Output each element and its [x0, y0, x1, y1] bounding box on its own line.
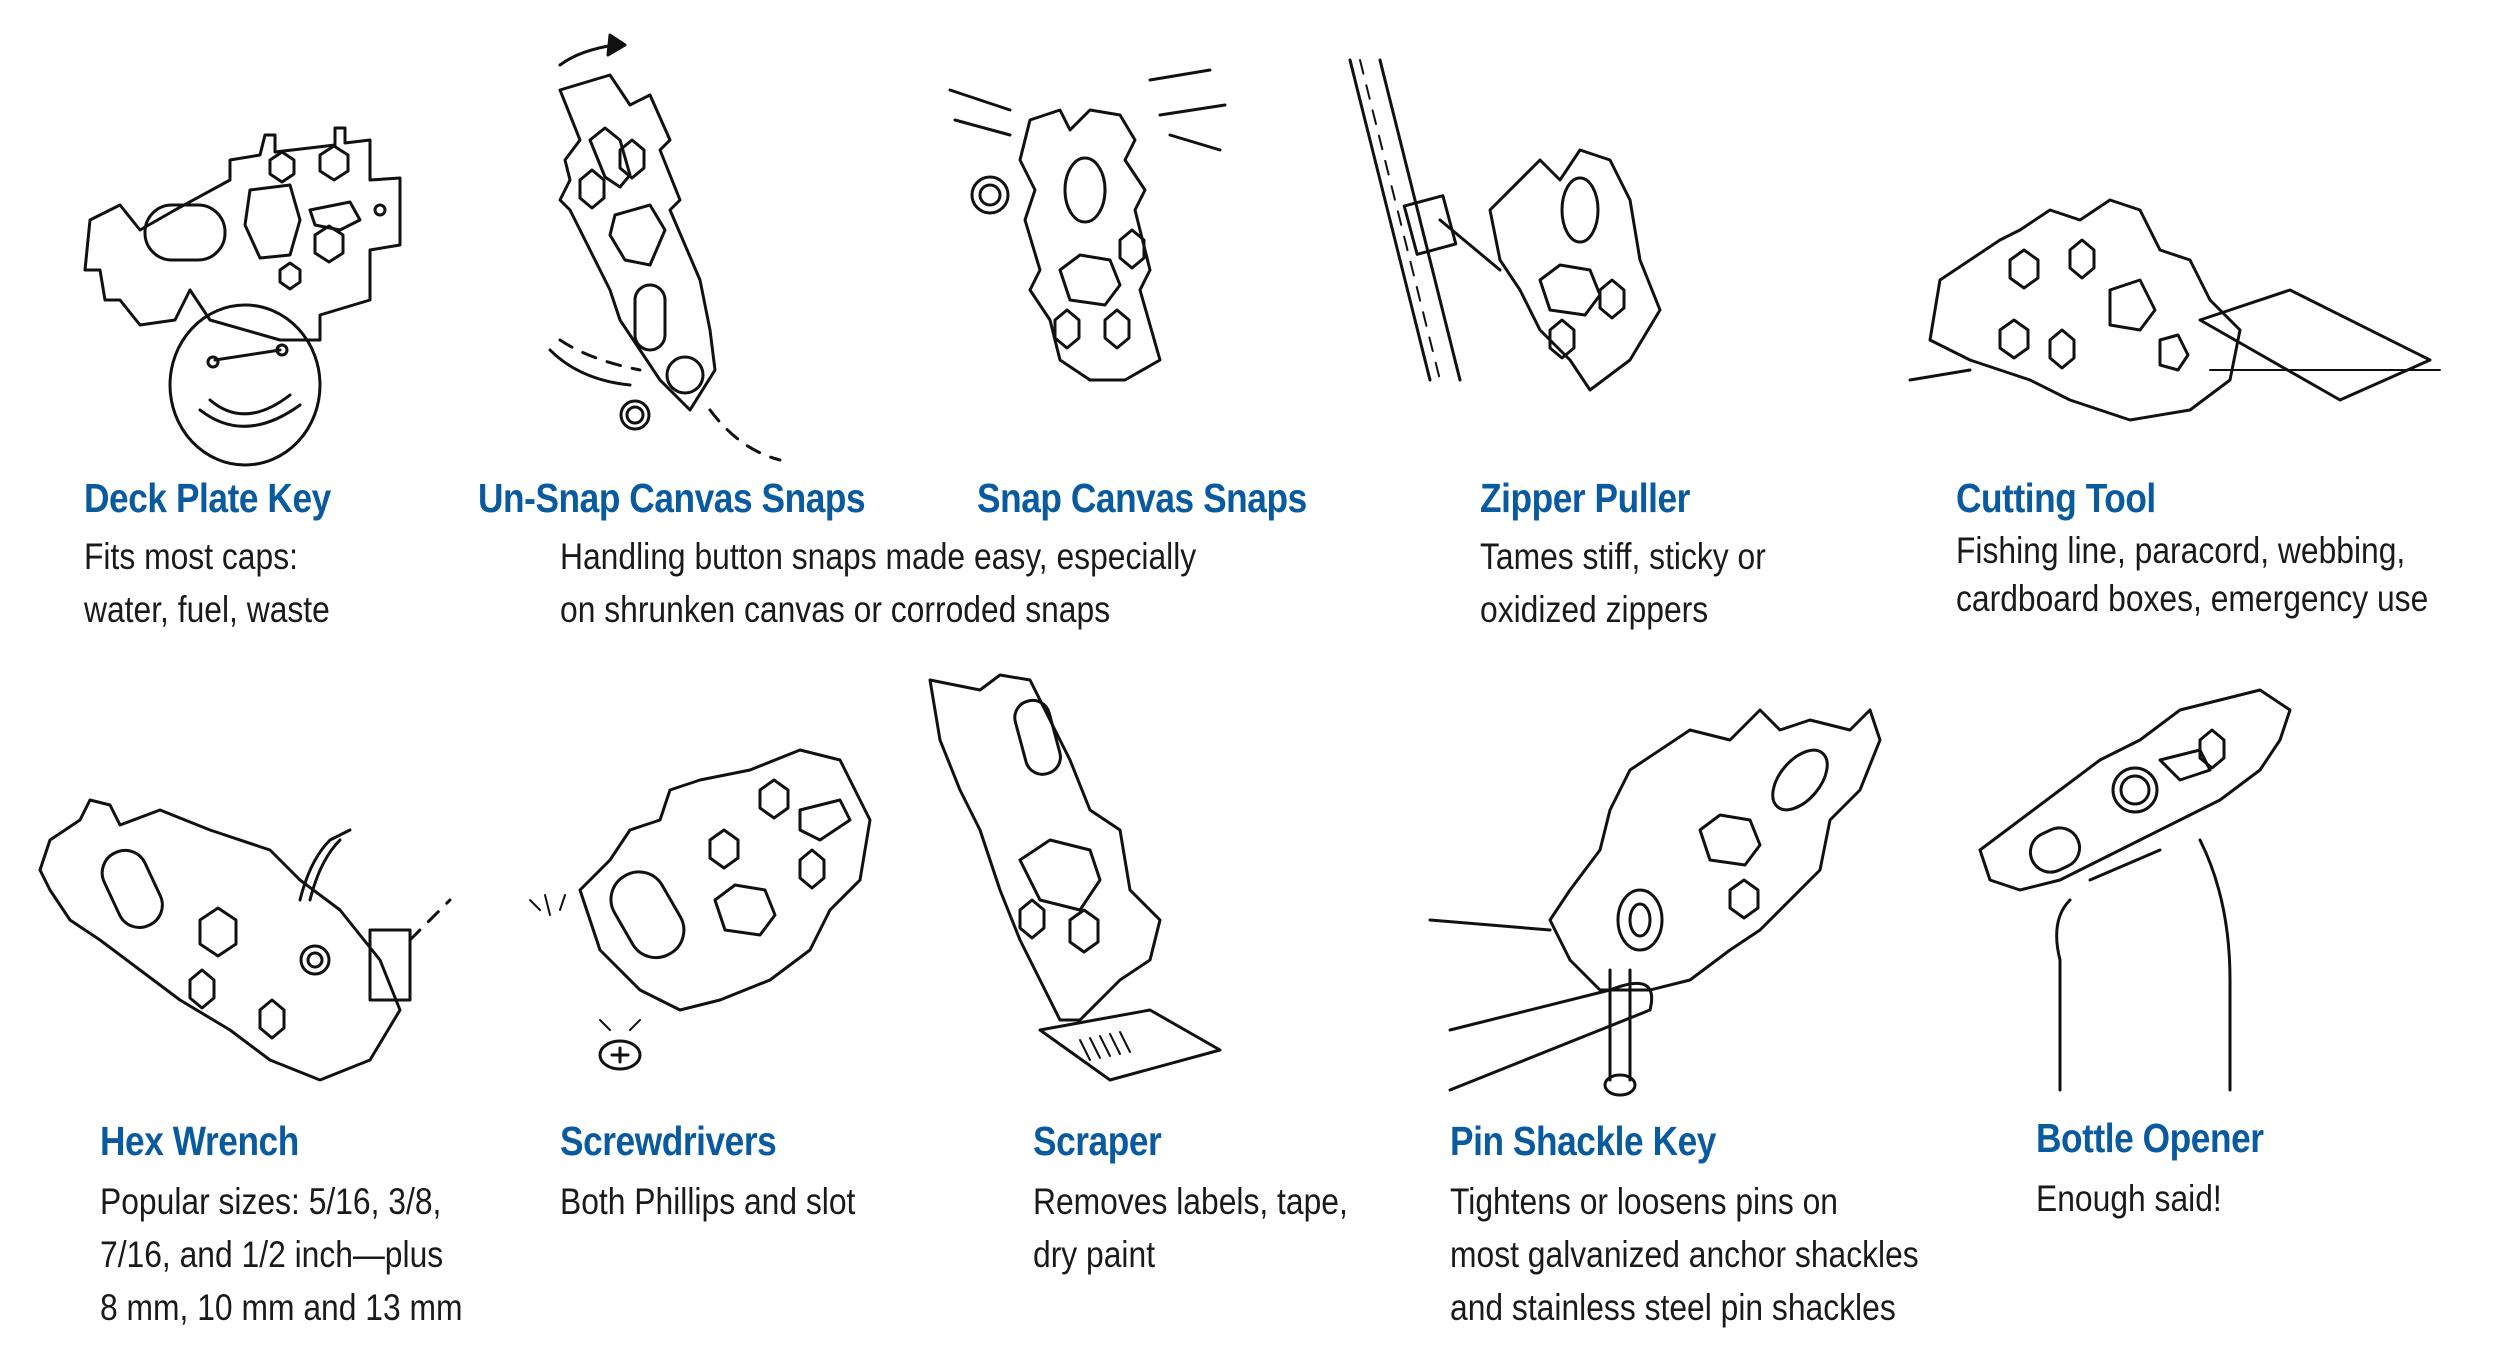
feature-title-cutting-tool: Cutting Tool	[1956, 475, 2156, 521]
hex-wrench-illustration	[38, 798, 452, 1082]
feature-desc-scraper: Removes labels, tape, dry paint	[1033, 1175, 1348, 1281]
feature-title-hex-wrench: Hex Wrench	[100, 1118, 299, 1164]
feature-desc-deck-plate-key: Fits most caps: water, fuel, waste	[84, 530, 330, 636]
feature-desc-snap-canvas-snaps: Handling button snaps made easy, especia…	[560, 530, 1196, 636]
desc-line: Enough said!	[2036, 1178, 2222, 1219]
desc-line: and stainless steel pin shackles	[1450, 1287, 1896, 1328]
zipper-illustration	[1348, 58, 1662, 392]
deck-plate-illustration	[83, 126, 402, 467]
feature-title-deck-plate-key: Deck Plate Key	[84, 475, 331, 521]
cutting-illustration	[1908, 198, 2441, 422]
desc-line: Both Phillips and slot	[560, 1181, 856, 1222]
desc-line: Handling button snaps made easy, especia…	[560, 536, 1197, 577]
feature-title-zipper-puller: Zipper Puller	[1480, 475, 1690, 521]
desc-line: Tightens or loosens pins on	[1450, 1181, 1838, 1222]
shackle-illustration	[1428, 708, 1882, 1097]
desc-line: Removes labels, tape,	[1033, 1181, 1348, 1222]
desc-line: Popular sizes: 5/16, 3/8,	[100, 1181, 442, 1222]
desc-line: 8 mm, 10 mm and 13 mm	[100, 1287, 463, 1328]
feature-desc-pin-shackle-key: Tightens or loosens pins on most galvani…	[1450, 1175, 1919, 1334]
feature-desc-bottle-opener: Enough said!	[2036, 1172, 2222, 1225]
desc-line: on shrunken canvas or corroded snaps	[560, 589, 1111, 630]
desc-line: 7/16, and 1/2 inch—plus	[100, 1234, 444, 1275]
feature-title-snap-canvas-snaps: Snap Canvas Snaps	[977, 475, 1307, 521]
desc-line: cardboard boxes, emergency use	[1956, 578, 2429, 619]
feature-title-un-snap-canvas-snaps: Un-Snap Canvas Snaps	[478, 475, 866, 521]
desc-line: dry paint	[1033, 1234, 1156, 1275]
scraper-illustration	[928, 673, 1222, 1082]
feature-desc-zipper-puller: Tames stiff, sticky or oxidized zippers	[1480, 530, 1766, 636]
feature-title-screwdrivers: Screwdrivers	[560, 1118, 777, 1164]
bottle-illustration	[1978, 688, 2292, 1092]
feature-title-pin-shackle-key: Pin Shackle Key	[1450, 1118, 1716, 1164]
snap-illustration	[948, 68, 1227, 382]
feature-desc-cutting-tool: Fishing line, paracord, webbing, cardboa…	[1956, 527, 2428, 623]
desc-line: Fishing line, paracord, webbing,	[1956, 530, 2406, 571]
feature-desc-screwdrivers: Both Phillips and slot	[560, 1175, 855, 1228]
screwdriver-illustration	[529, 748, 872, 1071]
desc-line: Fits most caps:	[84, 536, 298, 577]
feature-title-scraper: Scraper	[1033, 1118, 1162, 1164]
desc-line: oxidized zippers	[1480, 589, 1709, 630]
desc-line: water, fuel, waste	[84, 589, 330, 630]
desc-line: most galvanized anchor shackles	[1450, 1234, 1919, 1275]
feature-title-bottle-opener: Bottle Opener	[2036, 1115, 2264, 1161]
desc-line: Tames stiff, sticky or	[1480, 536, 1766, 577]
unsnap-illustration	[548, 33, 782, 462]
feature-desc-hex-wrench: Popular sizes: 5/16, 3/8, 7/16, and 1/2 …	[100, 1175, 463, 1334]
